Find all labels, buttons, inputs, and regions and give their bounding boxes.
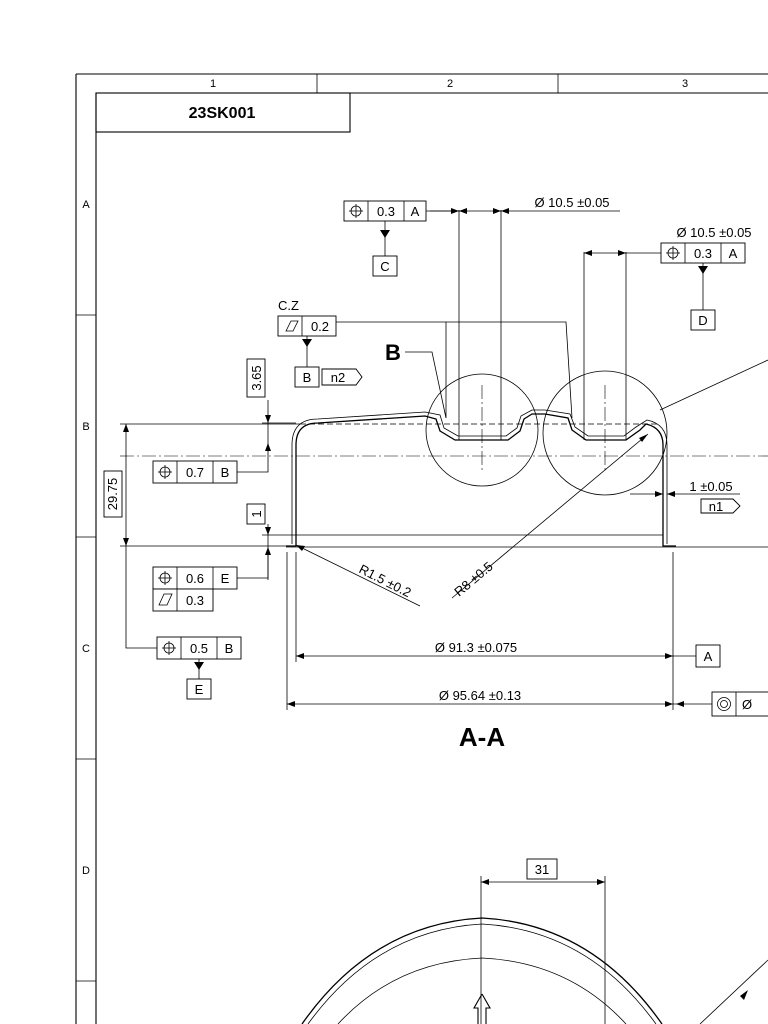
zone-row-b: B xyxy=(82,421,89,433)
fcf-position-top-datum: A xyxy=(411,204,420,219)
fcf-flatness-cz-value: 0.2 xyxy=(311,319,329,334)
fcf-position-05: 0.5 B E xyxy=(125,546,242,700)
datum-e: E xyxy=(195,682,204,697)
dim-height-1: 1 xyxy=(246,503,296,580)
fcf-flatness-cz: C.Z 0.2 B n2 xyxy=(277,298,573,419)
datum-c: C xyxy=(380,259,389,274)
dim-hole-top-text: Ø 10.5 ±0.05 xyxy=(534,195,609,210)
fcf-position-right: 0.3 A D xyxy=(660,242,746,331)
note-n1: n1 xyxy=(709,499,723,514)
drawing-number: 23SK001 xyxy=(189,105,256,122)
dim-height-1-text: 1 xyxy=(249,510,264,517)
dim-wall-thickness-text: 1 ±0.05 xyxy=(689,479,732,494)
fcf-position-07: 0.7 B xyxy=(152,443,269,484)
fcf-position-right-datum: A xyxy=(729,246,738,261)
fcf-position-top-value: 0.3 xyxy=(377,204,395,219)
zone-col-2: 2 xyxy=(447,78,453,90)
fcf-concentricity-partial: Ø xyxy=(742,697,752,712)
dim-height-3-65: 3.65 xyxy=(246,358,296,451)
fcf-flatness-03-value: 0.3 xyxy=(186,593,204,608)
datum-d: D xyxy=(698,313,707,328)
dim-hole-top: Ø 10.5 ±0.05 xyxy=(430,195,620,440)
detail-circles xyxy=(425,359,768,496)
section-label-aa: A-A xyxy=(459,722,505,752)
note-n2: n2 xyxy=(331,370,345,385)
dim-radius-r8: R8 ±0.5 xyxy=(451,433,649,600)
fcf-position-06-value: 0.6 xyxy=(186,571,204,586)
plan-view-outline xyxy=(301,917,768,1024)
dim-radius-r15: R1.5 ±0.2 xyxy=(295,544,421,607)
zone-row-a: A xyxy=(82,199,90,211)
zone-labels: 1 2 3 A B C D xyxy=(82,78,688,877)
title-block: 23SK001 xyxy=(95,92,351,133)
dim-radius-r15-text: R1.5 ±0.2 xyxy=(357,561,414,600)
fcf-position-07-value: 0.7 xyxy=(186,465,204,480)
fcf-position-06: 0.6 E 0.3 xyxy=(152,555,269,612)
cz-label: C.Z xyxy=(278,298,299,313)
dim-31: 31 xyxy=(480,858,606,1024)
dim-dia-95-64: Ø 95.64 ±0.13 Ø xyxy=(286,552,768,717)
detail-b-callout: B xyxy=(385,340,447,419)
zone-col-1: 1 xyxy=(210,78,216,90)
fcf-position-06-datum: E xyxy=(221,571,230,586)
dim-hole-right: Ø 10.5 ±0.05 xyxy=(583,225,752,440)
fcf-position-right-value: 0.3 xyxy=(694,246,712,261)
datum-b: B xyxy=(303,370,312,385)
dim-31-text: 31 xyxy=(535,862,549,877)
dim-height-3-65-text: 3.65 xyxy=(249,365,264,390)
dim-height-29-75: 29.75 xyxy=(103,423,300,547)
fcf-position-05-datum: B xyxy=(225,641,234,656)
fcf-position-05-value: 0.5 xyxy=(190,641,208,656)
fcf-position-top: 0.3 A C xyxy=(343,200,459,277)
zone-row-c: C xyxy=(82,643,90,655)
dim-dia-91-3: Ø 91.3 ±0.075 A xyxy=(295,552,721,710)
datum-a: A xyxy=(704,649,713,664)
dim-wall-thickness: 1 ±0.05 n1 xyxy=(630,479,741,514)
dim-height-29-75-text: 29.75 xyxy=(105,478,120,511)
zone-row-d: D xyxy=(82,865,90,877)
dim-hole-right-text: Ø 10.5 ±0.05 xyxy=(676,225,751,240)
zone-col-3: 3 xyxy=(682,78,688,90)
dim-dia-91-3-text: Ø 91.3 ±0.075 xyxy=(435,640,517,655)
fcf-position-07-datum: B xyxy=(221,465,230,480)
detail-label-b: B xyxy=(385,340,401,365)
dim-radius-r8-text: R8 ±0.5 xyxy=(451,559,495,600)
dim-dia-95-64-text: Ø 95.64 ±0.13 xyxy=(439,688,521,703)
section-part-outline xyxy=(120,385,768,548)
